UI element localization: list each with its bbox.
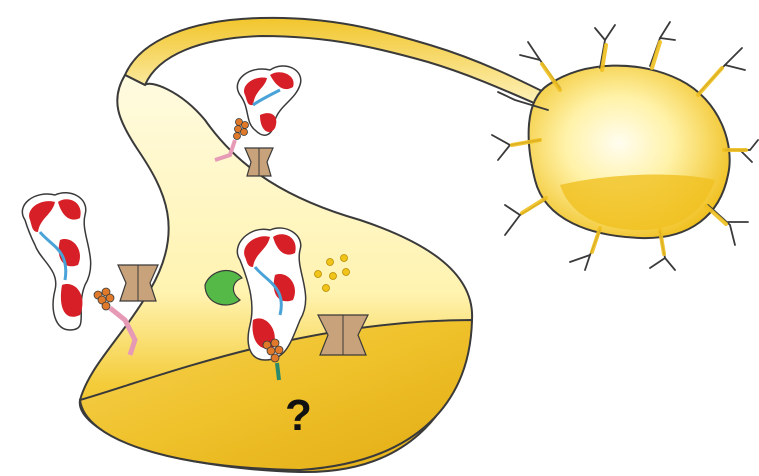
ion-channel-icon [245,148,273,176]
ion-channel-icon [118,265,158,301]
axon [125,18,560,112]
neuron-cell-body-icon [492,22,758,270]
receptor-protein-icon [215,66,301,160]
question-mark: ? [285,391,312,440]
receptor-protein-icon [22,193,135,355]
